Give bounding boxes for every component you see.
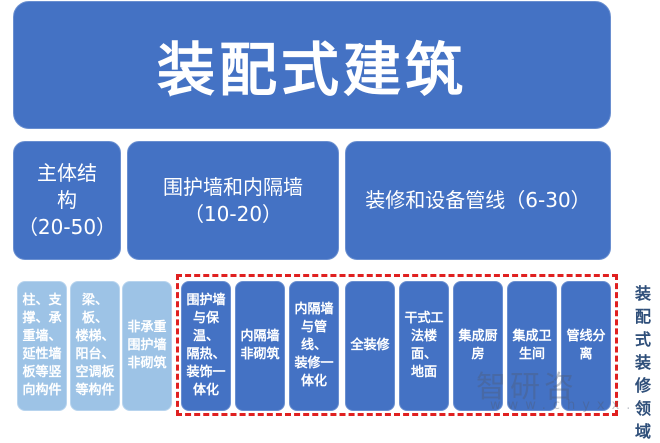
component-label: 全装修 (350, 338, 390, 353)
category-label: 主体结 构 （20-50） (17, 161, 117, 239)
component-label: 集成卫 生间 (512, 329, 552, 362)
component-box: 集成厨 房 (453, 281, 503, 411)
component-box: 集成卫 生间 (507, 281, 557, 411)
component-box: 梁、板、 楼梯、 阳台、 空调板 等构件 (70, 281, 120, 411)
component-label: 非承重 围护墙 非砌筑 (127, 320, 167, 371)
component-box: 围护墙 与保温、 隔热、 装饰一 体化 (181, 281, 231, 411)
component-box: 非承重 围护墙 非砌筑 (122, 281, 172, 411)
category-main-structure: 主体结 构 （20-50） (13, 141, 121, 260)
component-box: 内隔墙 与管线、 装修一 体化 (289, 281, 339, 411)
component-label: 干式工 法楼面、 地面 (404, 311, 444, 380)
component-label: 柱、支 撑、承 重墙、 延性墙 板等竖 向构件 (22, 293, 62, 398)
highlight-label: 装 配 式 装 修 领 域 (634, 284, 651, 441)
component-box: 柱、支 撑、承 重墙、 延性墙 板等竖 向构件 (17, 281, 67, 411)
component-label: 梁、板、 楼梯、 阳台、 空调板 等构件 (75, 293, 115, 398)
category-decoration: 装修和设备管线（6-30） (345, 141, 611, 260)
component-label: 围护墙 与保温、 隔热、 装饰一 体化 (186, 293, 226, 398)
component-box: 内隔墙 非砌筑 (235, 281, 285, 411)
category-label: 装修和设备管线（6-30） (365, 188, 591, 212)
component-label: 管线分 离 (566, 329, 606, 362)
component-label: 内隔墙 非砌筑 (240, 329, 280, 362)
component-label: 内隔墙 与管线、 装修一 体化 (294, 302, 334, 389)
category-walls: 围护墙和内隔墙 （10-20） (127, 141, 339, 260)
category-label: 围护墙和内隔墙 （10-20） (163, 174, 303, 226)
highlight-dashed-border (176, 274, 618, 416)
component-box: 全装修 (345, 281, 395, 411)
component-box: 干式工 法楼面、 地面 (399, 281, 449, 411)
component-box: 管线分 离 (561, 281, 611, 411)
component-label: 集成厨 房 (458, 329, 498, 362)
diagram-title: 装配式建筑 (156, 36, 467, 104)
title-box: 装配式建筑 (13, 1, 611, 129)
